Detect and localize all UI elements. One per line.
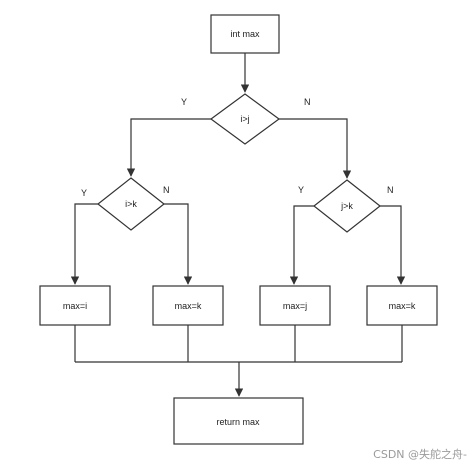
cond-ik-diamond (97, 177, 165, 231)
arrow-cond-ij-no (279, 118, 352, 179)
cond-ij-yes-label: Y (181, 97, 187, 107)
cond-jk-yes-label: Y (298, 185, 304, 195)
cond-ik-label: i>k (125, 199, 137, 209)
arrow-cond-ik-no (164, 203, 193, 285)
end-box (173, 397, 304, 445)
arrow-cond-jk-yes (289, 205, 314, 285)
arrow-cond-ik-yes (70, 203, 98, 285)
cond-jk-label: j>k (340, 201, 353, 211)
arrow-cond-ij-yes (126, 118, 211, 177)
cond-ij-label: i>j (240, 114, 249, 124)
cond-ij-no-label: N (304, 97, 311, 107)
assign-k-right-label: max=k (389, 301, 416, 311)
cond-ik-yes-label: Y (81, 188, 87, 198)
cond-jk-diamond (313, 179, 381, 233)
cond-ik-no-label: N (163, 185, 170, 195)
start-label: int max (230, 29, 260, 39)
cond-ij-diamond (209, 93, 281, 145)
cond-jk-no-label: N (387, 185, 394, 195)
assign-i-label: max=i (63, 301, 87, 311)
assign-k-left-label: max=k (175, 301, 202, 311)
start-box (210, 14, 280, 54)
end-label: return max (216, 417, 260, 427)
arrow-cond-jk-no (380, 205, 406, 285)
assign-j-label: max=j (283, 301, 307, 311)
watermark: CSDN @失舵之舟- (373, 447, 467, 461)
